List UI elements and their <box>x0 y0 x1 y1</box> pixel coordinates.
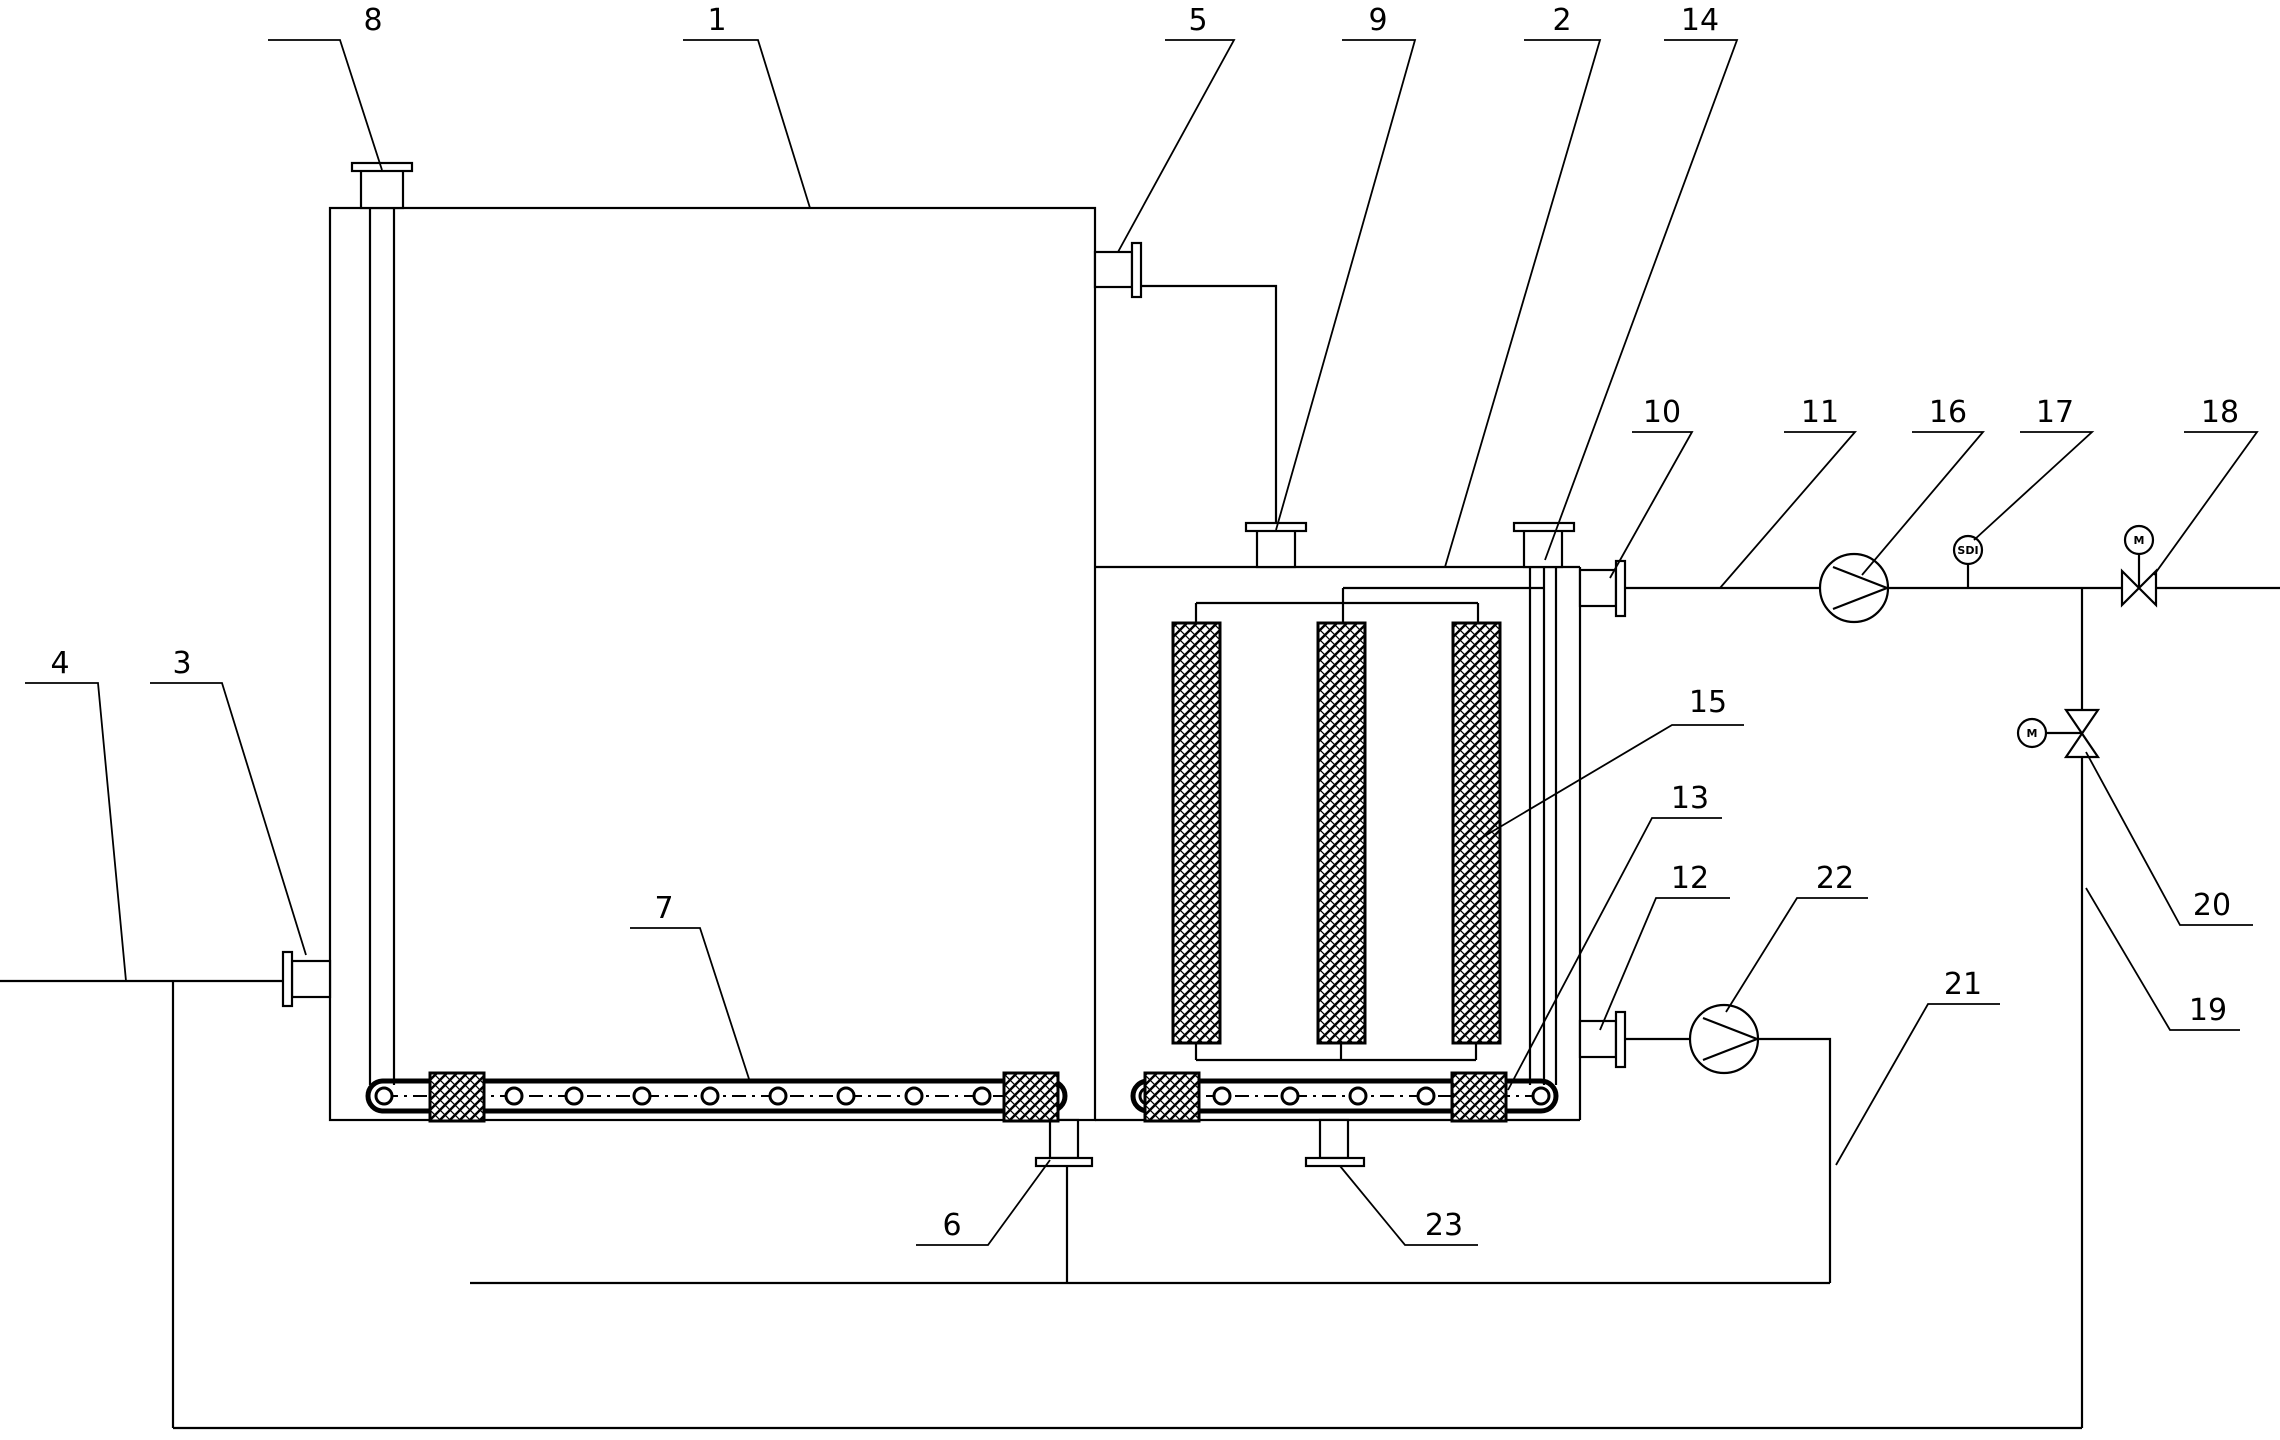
nozzle-3 <box>281 950 332 1008</box>
conveyor-7-roller <box>564 1086 584 1106</box>
callouts: 8 1 5 9 2 14 10 11 16 17 18 15 1 <box>25 3 2259 1246</box>
conveyor-13-roller <box>1531 1086 1551 1106</box>
label-19: 19 <box>2189 993 2227 1028</box>
label-6: 6 <box>942 1208 961 1243</box>
nozzle-8 <box>350 161 414 210</box>
label-2: 2 <box>1552 3 1571 38</box>
nozzle-6 <box>1034 1118 1094 1168</box>
conveyor-7-roller <box>904 1086 924 1106</box>
sdi-meter-17: SDI <box>1952 534 1984 588</box>
label-3: 3 <box>172 646 191 681</box>
conveyor-13-roller <box>1212 1086 1232 1106</box>
conveyor-7-roller <box>504 1086 524 1106</box>
conveyor-13-roller <box>1280 1086 1300 1106</box>
conveyor-7-roller <box>632 1086 652 1106</box>
motor-valve-18-label: M <box>2134 534 2145 547</box>
label-12: 12 <box>1671 861 1709 896</box>
conveyor-13-drive-right <box>1450 1071 1508 1123</box>
label-22: 22 <box>1816 861 1854 896</box>
tank-1 <box>328 206 1097 1122</box>
label-20: 20 <box>2193 888 2231 923</box>
label-10: 10 <box>1643 395 1681 430</box>
label-1: 1 <box>707 3 726 38</box>
conveyor-7-roller <box>836 1086 856 1106</box>
conveyor-7-roller <box>700 1086 720 1106</box>
label-23: 23 <box>1425 1208 1463 1243</box>
label-18: 18 <box>2201 395 2239 430</box>
filter-cartridge-right <box>1451 621 1502 1045</box>
conveyor-7-drive-right <box>1002 1071 1060 1123</box>
label-21: 21 <box>1944 967 1982 1002</box>
filter-cartridge-left <box>1171 621 1222 1045</box>
conveyor-13-roller <box>1348 1086 1368 1106</box>
label-7: 7 <box>654 891 673 926</box>
label-5: 5 <box>1188 3 1207 38</box>
conveyor-7-roller <box>768 1086 788 1106</box>
label-8: 8 <box>363 3 382 38</box>
sdi-meter-label: SDI <box>1957 544 1978 557</box>
filter-cartridges-15 <box>1171 586 1543 1062</box>
nozzle-10 <box>1578 559 1627 618</box>
motor-valve-18: M <box>2120 524 2158 608</box>
nozzle-12 <box>1578 1010 1627 1069</box>
label-14: 14 <box>1681 3 1719 38</box>
label-17: 17 <box>2036 395 2074 430</box>
conveyor-13-roller <box>1416 1086 1436 1106</box>
pump-22 <box>1688 1003 1761 1075</box>
label-15: 15 <box>1689 685 1727 720</box>
conveyor-7-drive-left <box>428 1071 486 1123</box>
motor-valve-20-label: M <box>2027 727 2038 740</box>
label-11: 11 <box>1801 395 1839 430</box>
conveyor-13-drive-left <box>1143 1071 1201 1123</box>
pump-16 <box>1818 552 1891 624</box>
motor-valve-20: M <box>2016 708 2101 759</box>
label-4: 4 <box>50 646 69 681</box>
conveyor-7-roller <box>972 1086 992 1106</box>
conveyor-13 <box>1130 1071 1559 1123</box>
label-13: 13 <box>1671 781 1709 816</box>
piping <box>0 284 2280 1430</box>
label-9: 9 <box>1368 3 1387 38</box>
nozzle-14 <box>1512 521 1576 1085</box>
nozzle-23 <box>1304 1118 1366 1168</box>
conveyor-7-roller <box>374 1086 394 1106</box>
conveyor-7 <box>365 1071 1068 1123</box>
label-16: 16 <box>1929 395 1967 430</box>
filter-cartridge-middle <box>1316 621 1367 1045</box>
nozzle-5 <box>1093 241 1143 299</box>
